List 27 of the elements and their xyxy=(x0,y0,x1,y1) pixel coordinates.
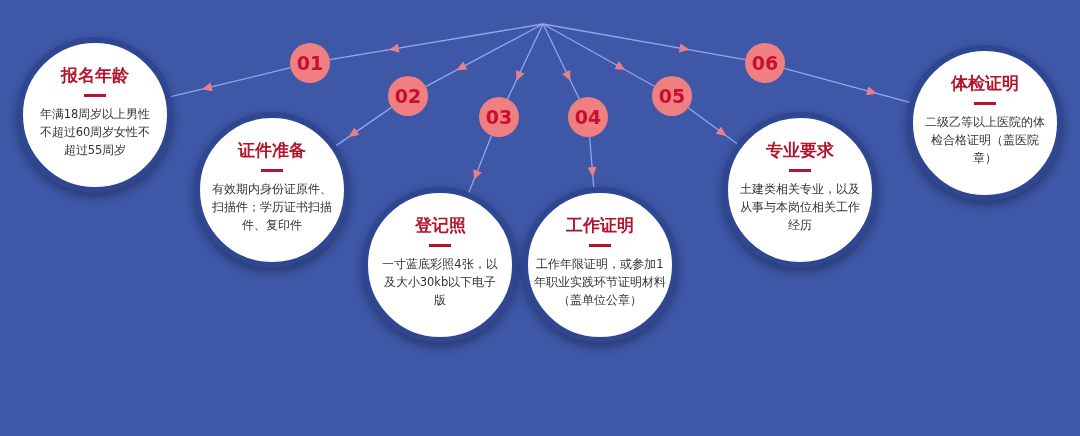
circle-text: 一寸蓝底彩照4张，以及大小30kb以下电子版 xyxy=(381,256,499,310)
circle-title: 报名年龄 xyxy=(61,64,129,87)
arrow xyxy=(329,23,544,61)
arrow xyxy=(335,106,393,147)
circle-text: 年满18周岁以上男性不超过60周岁女性不超过55周岁 xyxy=(38,106,152,160)
circle-title: 证件准备 xyxy=(238,139,306,162)
arrow xyxy=(425,23,544,88)
number-badge: 01 xyxy=(290,43,330,83)
number-badge: 04 xyxy=(568,97,608,137)
circle-title: 登记照 xyxy=(414,214,466,237)
arrow xyxy=(542,23,580,100)
circle-text: 土建类相关专业，以及从事与本岗位相关工作经历 xyxy=(739,181,861,235)
circle-title: 工作证明 xyxy=(566,214,634,237)
arrow xyxy=(687,107,738,145)
circle-text: 有效期内身份证原件、扫描件；学历证书扫描件、复印件 xyxy=(211,181,333,235)
arrow xyxy=(587,136,597,188)
arrow xyxy=(506,23,544,100)
circle-text: 工作年限证明，或参加1年职业实践环节证明材料（盖单位公章） xyxy=(533,256,667,310)
circle-title: 专业要求 xyxy=(766,139,834,162)
number-badge: 06 xyxy=(745,43,785,83)
number-badge: 02 xyxy=(388,76,428,116)
number-badge: 05 xyxy=(652,76,692,116)
circle-title: 体检证明 xyxy=(951,72,1019,95)
circle-text: 二级乙等以上医院的体检合格证明（盖医院章） xyxy=(924,114,1046,168)
number-badge: 03 xyxy=(479,97,519,137)
arrow xyxy=(542,23,746,61)
arrow xyxy=(542,23,656,87)
